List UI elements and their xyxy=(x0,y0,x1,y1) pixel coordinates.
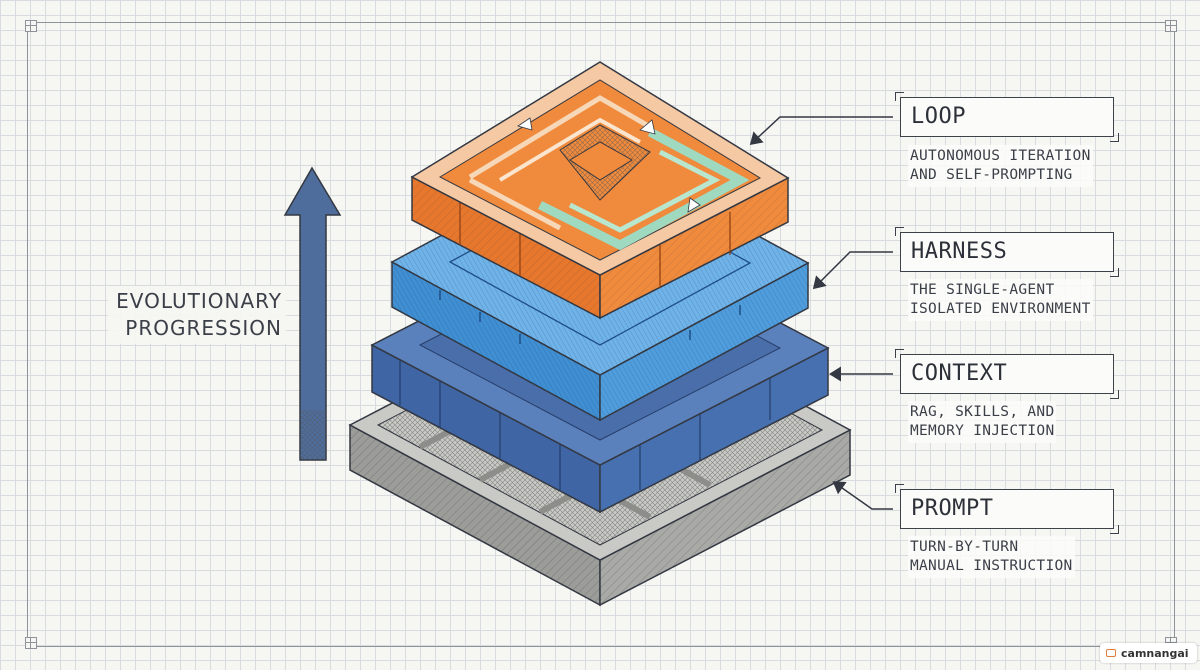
context-description-line1: RAG, SKILLS, AND xyxy=(910,404,1055,420)
leader-lines xyxy=(749,116,893,510)
brand-badge[interactable]: camnangai xyxy=(1100,643,1197,663)
harness-title: HARNESS xyxy=(911,239,1008,264)
progression-label-line2: PROGRESSION xyxy=(125,316,282,340)
harness-title-box: HARNESS xyxy=(895,227,1119,277)
loop-description-line2: AND SELF-PROMPTING xyxy=(910,167,1073,183)
context-description-line2: MEMORY INJECTION xyxy=(910,423,1055,439)
harness-description-line1: THE SINGLE-AGENT xyxy=(910,282,1055,298)
context-title-box: CONTEXT xyxy=(895,349,1119,399)
prompt-description-line1: TURN-BY-TURN xyxy=(910,539,1019,555)
frame-corner-top-left xyxy=(25,20,37,32)
loop-description: AUTONOMOUS ITERATION AND SELF-PROMPTING xyxy=(908,145,1093,187)
progression-label-line1: EVOLUTIONARY xyxy=(116,289,282,313)
prompt-description: TURN-BY-TURN MANUAL INSTRUCTION xyxy=(908,536,1075,578)
prompt-title: PROMPT xyxy=(911,496,994,521)
loop-description-line1: AUTONOMOUS ITERATION xyxy=(910,148,1091,164)
brand-logo-icon xyxy=(1106,649,1116,657)
loop-title: LOOP xyxy=(911,104,966,129)
prompt-description-line2: MANUAL INSTRUCTION xyxy=(910,558,1073,574)
context-description: RAG, SKILLS, AND MEMORY INJECTION xyxy=(908,401,1057,443)
harness-description: THE SINGLE-AGENT ISOLATED ENVIRONMENT xyxy=(908,279,1093,321)
prompt-title-box: PROMPT xyxy=(895,484,1119,534)
progression-arrow xyxy=(283,166,342,461)
progression-label: EVOLUTIONARY PROGRESSION xyxy=(108,286,286,344)
context-title: CONTEXT xyxy=(911,361,1008,386)
frame-corner-bottom-left xyxy=(25,637,37,649)
harness-description-line2: ISOLATED ENVIRONMENT xyxy=(910,301,1091,317)
brand-name: camnangai xyxy=(1121,646,1189,660)
layer-loop xyxy=(410,61,790,320)
frame-corner-top-right xyxy=(1165,20,1177,32)
loop-title-box: LOOP xyxy=(895,92,1119,142)
blueprint-frame xyxy=(27,22,1175,647)
